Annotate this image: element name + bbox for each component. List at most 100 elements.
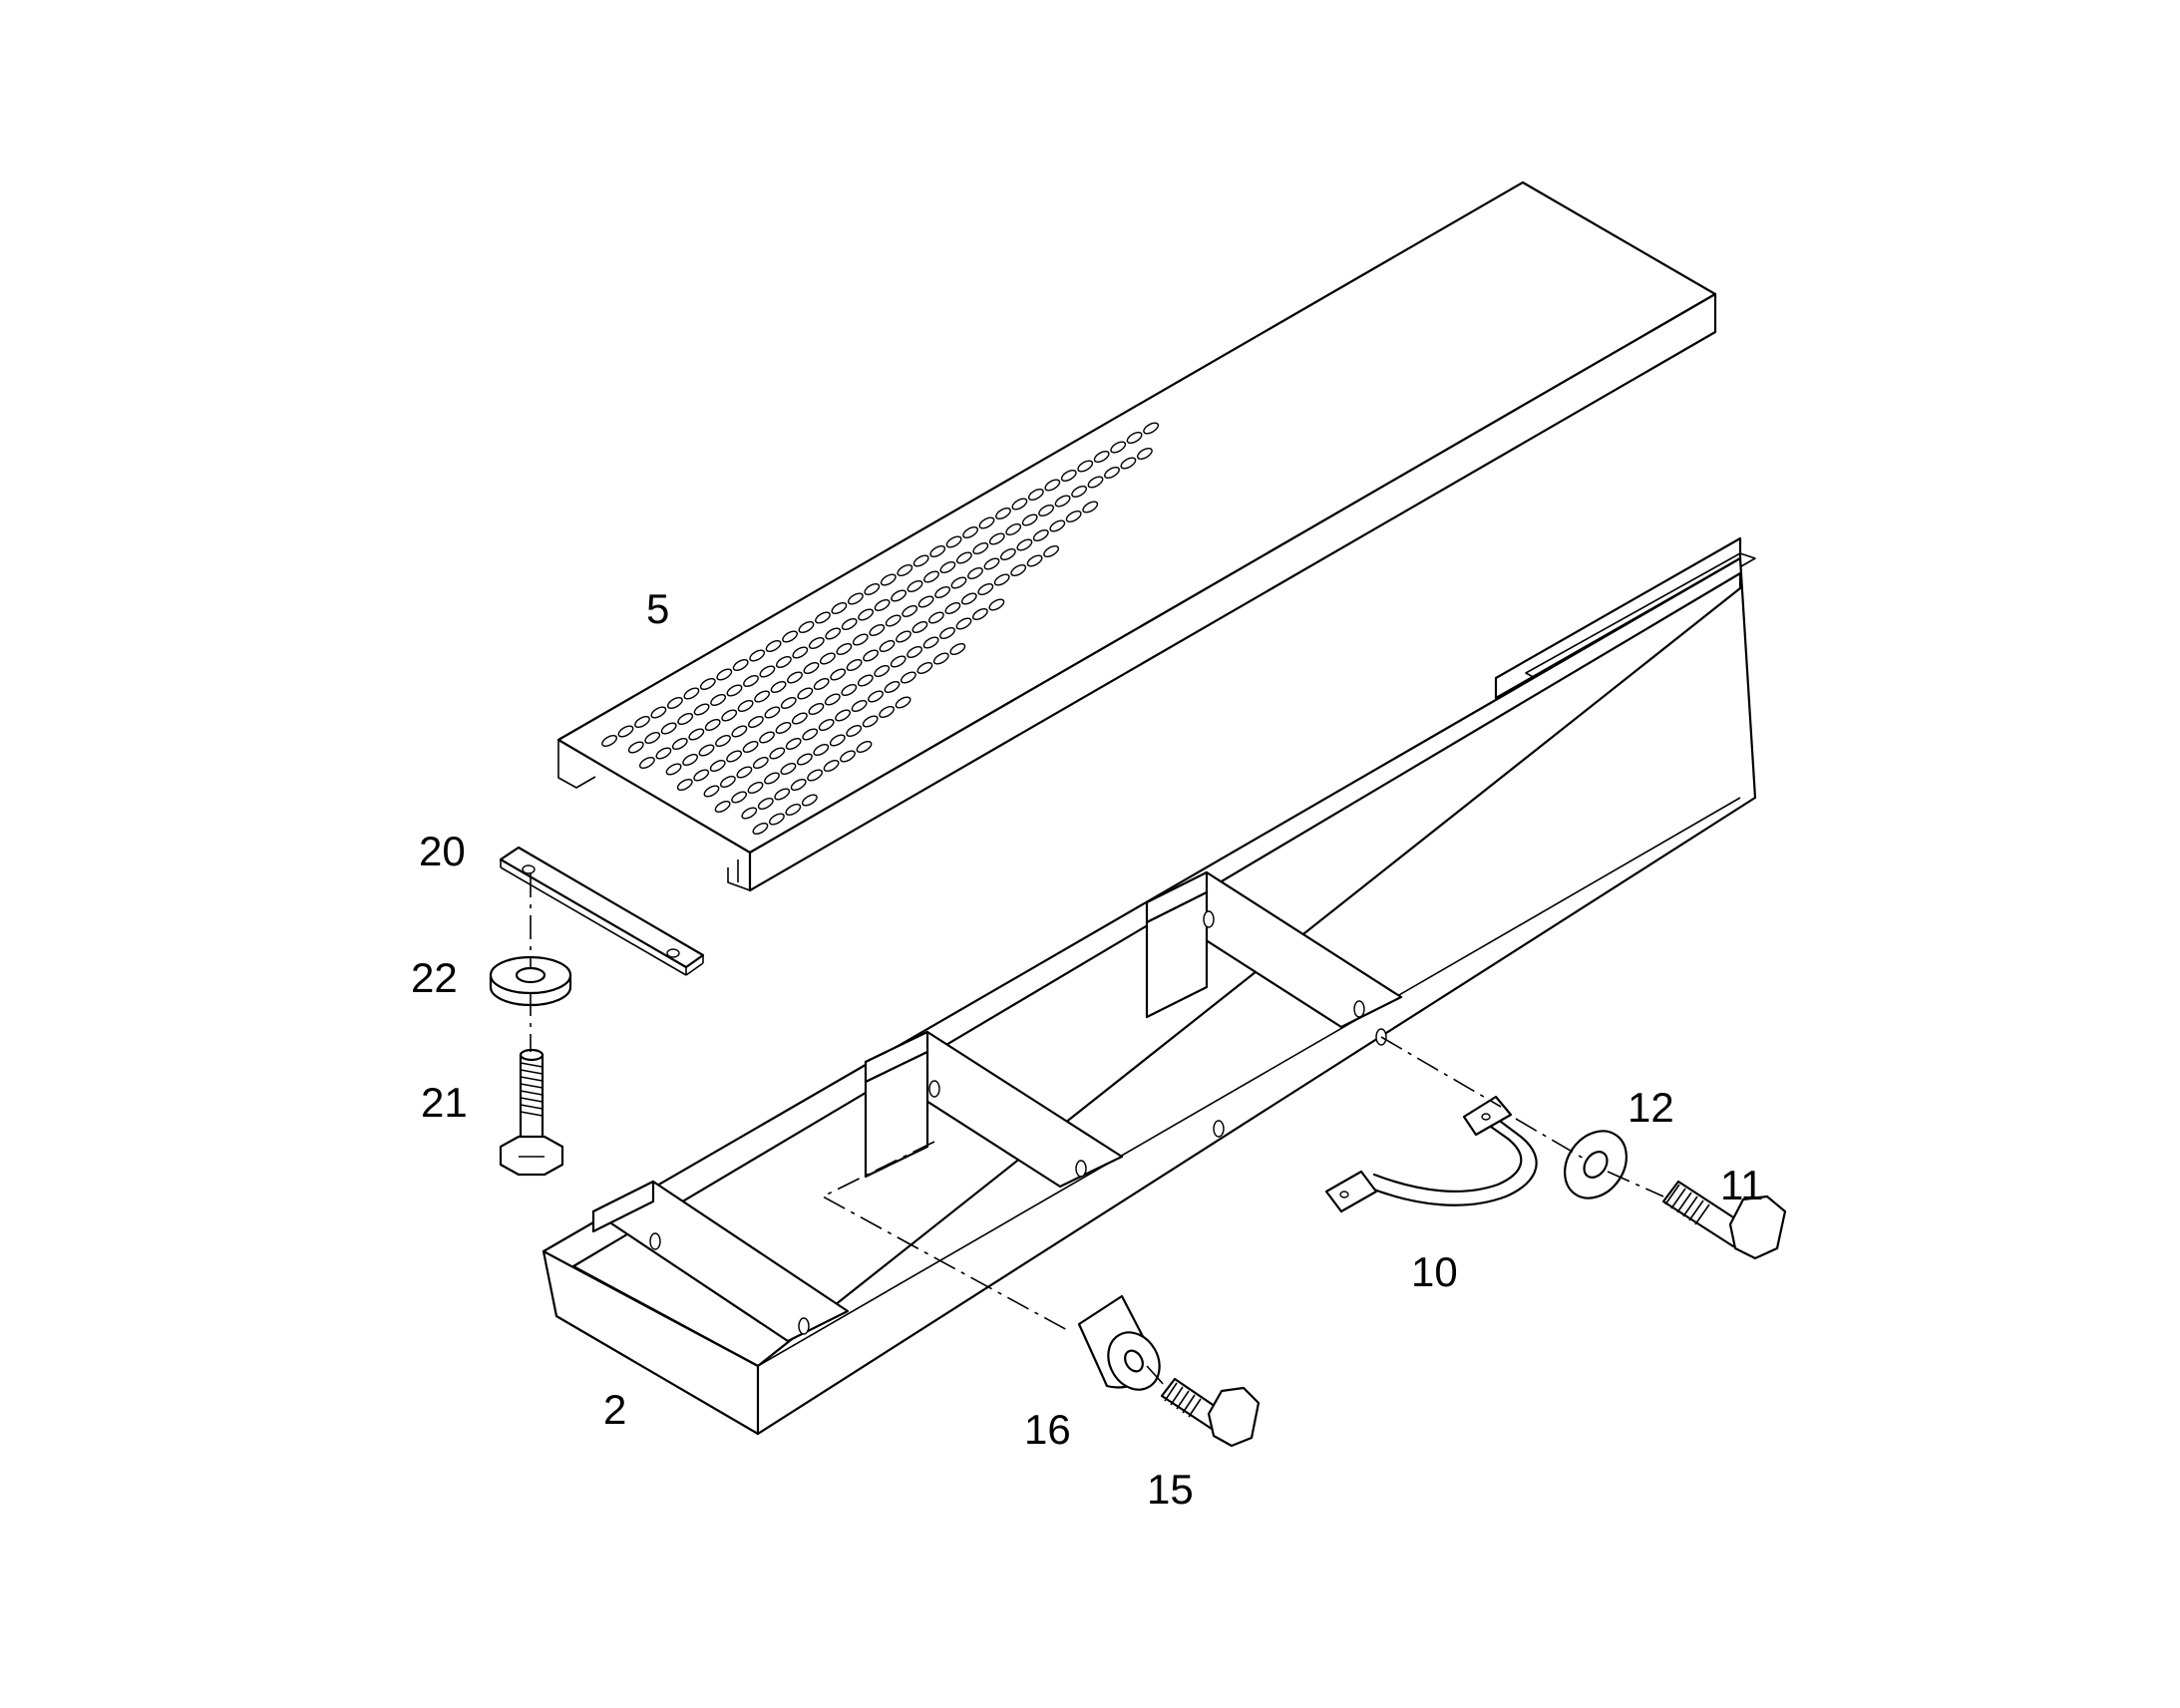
callout-22: 22 [411,954,458,1001]
perforation-hole [666,697,683,709]
perforation-hole [1027,489,1044,501]
perforation-hole [1136,448,1153,460]
perforation-hole [922,636,939,649]
perforation-hole [785,804,802,816]
perforation-hole [869,624,886,636]
perforation-hole [736,766,753,779]
perforation-hole [927,611,944,624]
perforation-hole [627,741,644,754]
perforation-hole [665,763,682,776]
perforation-hole [896,630,911,643]
perforation-hole [988,598,1005,611]
perforation-hole [911,621,928,633]
perforation-hole [775,722,792,734]
perforation-hole [1120,457,1137,470]
perforation-hole [796,753,813,766]
perforation-hole [807,769,824,782]
perforation-hole [825,627,842,640]
perforation-hole [1110,441,1127,454]
perforation-hole [856,741,873,753]
perforation-hole [671,738,688,750]
thread-line [520,1083,544,1089]
perforation-hole [917,595,934,608]
perforation-hole [802,728,819,741]
assembly-lines [530,873,1664,1387]
perforation-hole [819,652,836,665]
perforation-hole [900,671,916,684]
callout-11: 11 [1720,1162,1764,1208]
thread-line [520,1062,544,1068]
perforation-hole [1010,564,1027,576]
perforation-hole [884,681,901,693]
perforation-hole [660,722,677,735]
perforation-hole [715,735,731,747]
perforation-hole [934,586,951,598]
perforation-hole [841,618,858,630]
perforation-hole [1054,495,1071,508]
perforation-hole [967,567,983,579]
thread-line [1682,1196,1698,1217]
perforation-hole [1044,479,1061,492]
perforation-hole [721,709,738,722]
perforation-hole [852,633,869,646]
perforation-hole [1011,498,1028,511]
perforation-hole [863,649,880,662]
perforation-hole [1021,513,1038,526]
perforation-hole [759,665,776,678]
perforation-hole [698,744,715,757]
perforation-hole [780,763,797,775]
perforation-hole [731,725,748,738]
perforation-hole [677,713,694,725]
perforation-hole [1093,451,1110,463]
perforation-hole [1032,529,1049,541]
perforation-hole [907,580,923,592]
perforation-hole [780,697,797,709]
perforation-hole [644,732,661,744]
perforation-hole [864,583,881,595]
perforation-hole [1049,519,1066,532]
perforation-hole [769,747,786,760]
perforation-hole [710,694,727,706]
perforation-hole [851,700,868,712]
perforation-hole [1071,486,1088,498]
callout-20: 20 [419,828,466,874]
perforation-hole [683,687,700,700]
thread-line [1688,1199,1704,1221]
perforation-hole [693,703,710,716]
perforation-hole [752,757,769,769]
callout-16: 16 [1024,1406,1071,1453]
step-frame [542,536,1757,1436]
thread-line [1694,1203,1710,1225]
thread-line [1164,1382,1178,1402]
perforation-hole [813,678,830,690]
perforation-hole [787,671,803,684]
perforation-hole [759,731,775,744]
perforation-hole [835,709,852,722]
perforation-hole [742,741,759,753]
perforation-hole [754,690,771,703]
perforation-hole [897,564,913,576]
perforation-hole [655,747,672,760]
perforation-hole [801,794,818,807]
thread-line [520,1111,544,1117]
callout-10: 10 [1411,1248,1458,1295]
thread-line [1664,1184,1680,1205]
perforation-hole [983,557,1000,570]
perforation-hole [797,687,814,700]
perforation-hole [971,608,988,620]
perforation-hole [747,716,764,728]
perforation-hole [829,734,846,747]
perforation-hole [768,813,785,826]
perforation-hole [714,801,731,813]
perforation-hole [846,659,863,671]
perforation-hole [803,662,820,674]
washer-22 [489,955,572,1007]
perforation-hole [716,668,733,681]
perforation-hole [764,772,780,785]
perforation-hole [955,617,972,630]
perforation-hole [847,592,864,605]
perforation-hole [732,659,749,671]
perforation-hole [880,573,897,586]
perforation-hole [1005,523,1022,535]
